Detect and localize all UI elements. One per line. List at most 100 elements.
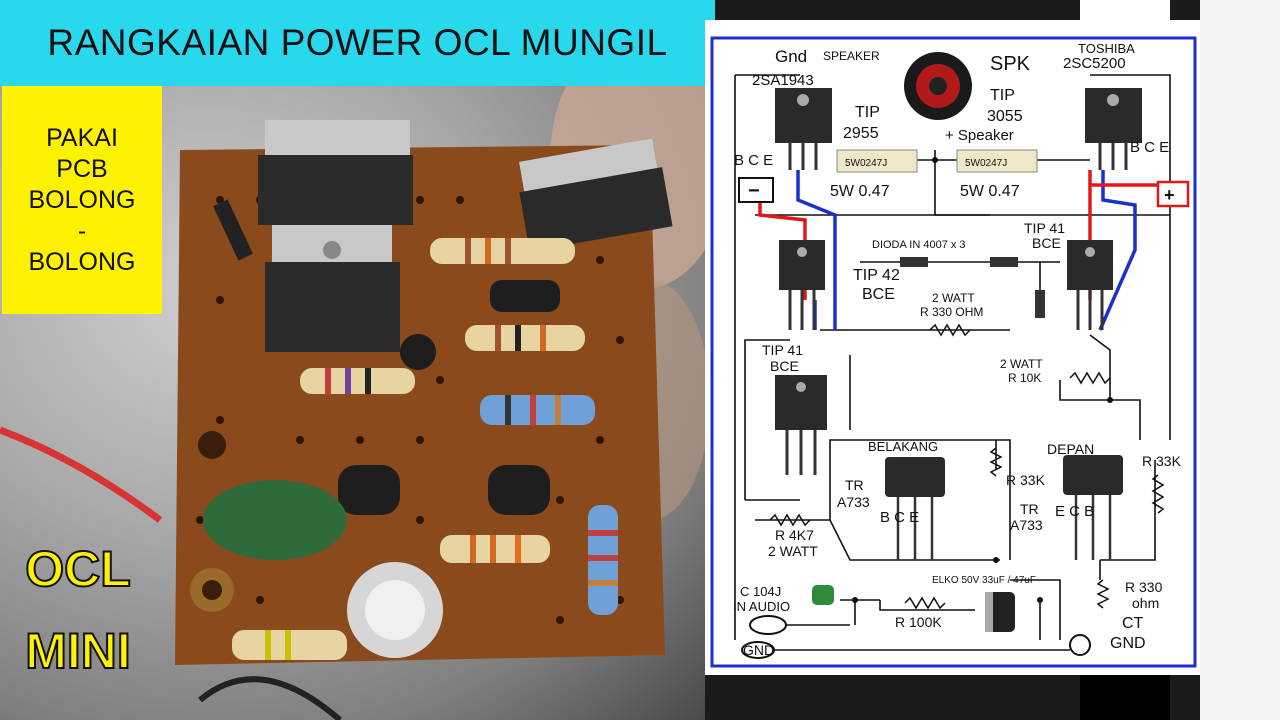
label-gnd-left: GND: [743, 642, 774, 658]
label-res-code-left: 5W0247J: [845, 158, 887, 169]
resistor-left-5w: [836, 149, 918, 173]
transistor-tip41-top: [1067, 240, 1113, 330]
transistor-a733-left: [885, 457, 945, 560]
label-2watt-a: 2 WATT: [932, 291, 975, 305]
label-speaker-small: SPEAKER: [823, 49, 880, 63]
pcb-illustration: [0, 30, 705, 720]
label-gnd: Gnd: [775, 47, 807, 66]
small-transistor: [490, 280, 560, 312]
transistor-tip41-mid: [775, 375, 827, 475]
resistor: [300, 368, 415, 394]
label-tip41-top: TIP 41: [1024, 220, 1065, 236]
label-depan: DEPAN: [1047, 441, 1094, 457]
label-2sa1943: 2SA1943: [752, 72, 814, 89]
transistor-a733-right: [1063, 455, 1123, 560]
label-toshiba: TOSHIBA: [1078, 41, 1135, 56]
resistor: [480, 395, 595, 425]
red-wire: [0, 426, 163, 523]
label-5w-right: 5W 0.47: [960, 183, 1020, 200]
schematic-diagram: Gnd SPEAKER SPK TOSHIBA 2SA1943 2SC5200 …: [710, 36, 1197, 668]
diode-chain: [900, 257, 1045, 318]
label-c104j: C 104J: [740, 584, 781, 599]
gnd-jack-left: [741, 641, 775, 659]
label-plus-speaker: + Speaker: [945, 127, 1014, 144]
top-white-patch: [1080, 0, 1170, 20]
label-r4k7: R 4K7: [775, 527, 814, 543]
schematic-frame: [710, 36, 1197, 668]
title-text: RANGKAIAN POWER OCL MUNGIL: [47, 22, 668, 63]
transistor-2sc5200: [1085, 88, 1142, 170]
circuit-wires: [734, 74, 1171, 651]
label-tip41-mid: TIP 41: [762, 342, 803, 358]
label-2955: 2955: [843, 125, 879, 142]
resistor-10k: [1069, 371, 1111, 385]
power-transistor: [258, 120, 413, 225]
resistor-330-ohm-bottom: [1096, 579, 1110, 609]
label-r33k-mid: R 33K: [1006, 472, 1046, 488]
resistor: [465, 325, 585, 351]
resistor-33k-right: [1151, 474, 1165, 514]
label-bce-tip41-top: BCE: [1032, 235, 1061, 251]
resistor-4k7: [769, 513, 811, 527]
label-ecb-a733: E C B: [1055, 503, 1094, 520]
schematic-panel: Gnd SPEAKER SPK TOSHIBA 2SA1943 2SC5200 …: [705, 20, 1200, 675]
label-3055: 3055: [987, 108, 1023, 125]
electrolytic-capacitor: [985, 592, 1015, 632]
note-line: PCB: [56, 154, 108, 183]
film-capacitor: [203, 480, 347, 560]
resistor-right-5w: [956, 149, 1038, 173]
label-in-audio: IN AUDIO: [733, 599, 790, 614]
label-tip-left: TIP: [855, 104, 880, 121]
driver-transistor: [265, 225, 400, 352]
mounting-hole: [202, 580, 222, 600]
label-r33k-right: R 33K: [1142, 453, 1182, 469]
label-tip42: TIP 42: [853, 267, 900, 284]
plus-terminal: [1156, 180, 1190, 208]
transistor-2sa1943: [775, 88, 832, 170]
pcb-note-box: PAKAI PCB BOLONG - BOLONG: [2, 86, 162, 314]
label-bce-tip41-mid: BCE: [770, 358, 799, 374]
label-bce-tip42: BCE: [862, 286, 895, 303]
input-jack: [749, 615, 787, 635]
label-belakang: BELAKANG: [868, 439, 938, 454]
diode: [213, 199, 253, 261]
resistor-33k-mid: [989, 447, 1003, 477]
label-res-code-right: 5W0247J: [965, 158, 1007, 169]
label-2watt-b: 2 WATT: [1000, 357, 1043, 371]
gnd-jack-right: [1069, 634, 1091, 656]
capacitor-104j: [812, 585, 834, 605]
small-transistor: [488, 465, 550, 515]
badge-line-mini: MINI: [24, 622, 132, 680]
label-gnd-right: GND: [1110, 635, 1146, 652]
minus-terminal: [738, 177, 774, 203]
label-a733-right: A733: [1010, 517, 1043, 533]
label-tr-right: TR: [1020, 501, 1039, 517]
note-line: -: [77, 216, 87, 245]
label-2watt-c: 2 WATT: [768, 543, 818, 559]
label-bce-a733: B C E: [880, 509, 919, 526]
label-ohm: ohm: [1132, 595, 1159, 611]
resistor: [440, 535, 550, 563]
label-elko: ELKO 50V 33uF / 47uF: [932, 575, 1036, 586]
right-margin: [1200, 0, 1280, 720]
label-r330-ohm: R 330 OHM: [920, 305, 983, 319]
label-ct: CT: [1122, 615, 1144, 632]
resistor-100k: [904, 596, 946, 610]
mounting-hole: [198, 431, 226, 459]
label-a733-left: A733: [837, 494, 870, 510]
junction-dots: [852, 157, 1113, 603]
electrolytic-capacitor-top: [365, 580, 425, 640]
bottom-black-bar: [1080, 675, 1170, 720]
label-bce-right: B C E: [1130, 139, 1169, 156]
label-bce-left: B C E: [734, 152, 773, 169]
power-transistor: [519, 138, 673, 252]
small-transistor: [338, 465, 400, 515]
title-banner: RANGKAIAN POWER OCL MUNGIL: [0, 0, 715, 86]
black-wire: [198, 676, 342, 720]
small-transistor: [400, 334, 436, 370]
label-plus: +: [1164, 185, 1175, 205]
resistor: [588, 505, 618, 615]
badge-line-ocl: OCL: [24, 540, 132, 598]
speaker-icon: [904, 52, 972, 120]
resistor-330-ohm: [929, 323, 971, 337]
